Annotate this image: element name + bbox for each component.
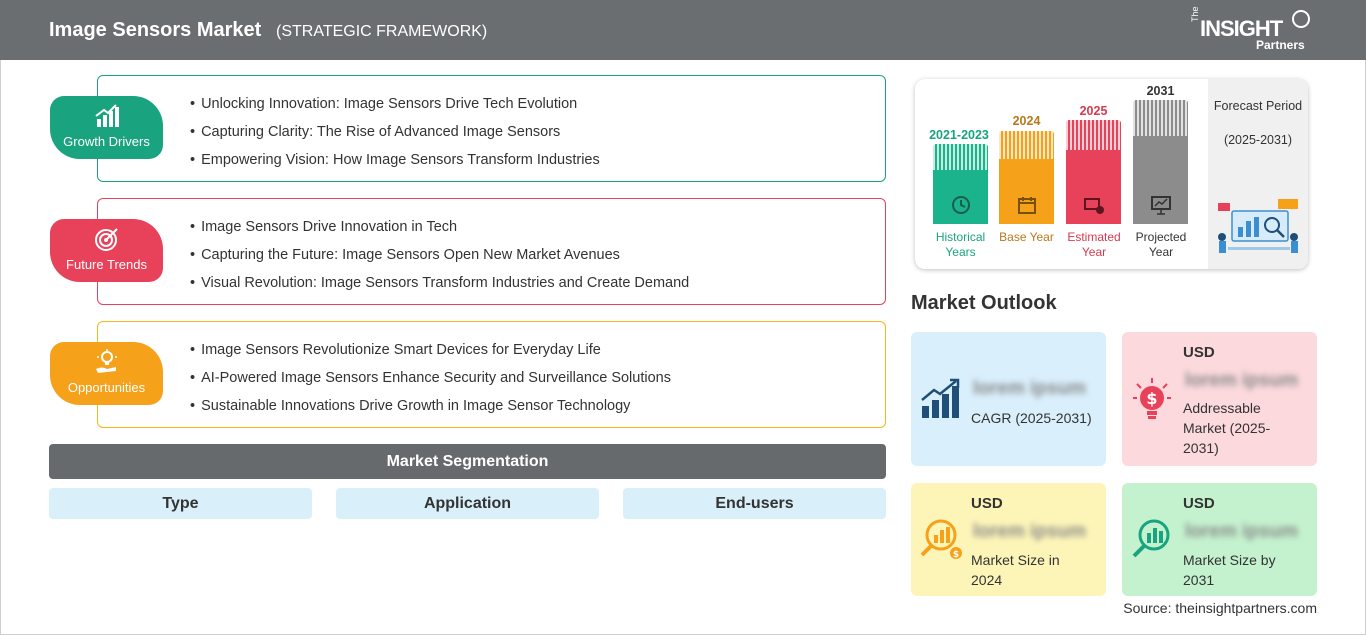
- card-currency: USD: [971, 495, 1003, 512]
- timeline-bar-historical: [933, 144, 988, 224]
- addressable-market-label: Addressable Market (2025-2031): [1183, 400, 1271, 456]
- magnifier-bars-icon: [1132, 519, 1170, 558]
- lightbulb-hand-icon: [96, 349, 117, 373]
- list-item: Visual Revolution: Image Sensors Transfo…: [190, 273, 689, 301]
- forecast-title: Forecast Period: [1213, 99, 1303, 113]
- growth-chart-icon: [921, 378, 960, 418]
- timeline-caption-estimated: Estimated Year: [1067, 230, 1121, 259]
- page-subtitle: (STRATEGIC FRAMEWORK): [276, 23, 488, 40]
- future-trends-badge: Future Trends: [50, 219, 163, 282]
- addressable-market-value: lorem ipsum: [1185, 370, 1298, 391]
- forecast-range: (2025-2031): [1223, 133, 1293, 147]
- history-icon: [952, 196, 970, 214]
- addressable-market-card: $ USD lorem ipsum Addressable Market (20…: [1122, 332, 1317, 466]
- opportunities-list: Image Sensors Revolutionize Smart Device…: [190, 340, 671, 424]
- insight-partners-logo[interactable]: The INSIGHT Partners: [1188, 6, 1313, 54]
- estimate-icon: [1084, 198, 1104, 214]
- calendar-icon: [1018, 197, 1036, 214]
- target-icon: [95, 228, 118, 251]
- card-currency: USD: [1183, 344, 1215, 361]
- magnifier-chart-icon: $: [920, 519, 962, 560]
- timeline-year-projected: 2031: [1146, 84, 1175, 98]
- market-segmentation-header: Market Segmentation: [49, 444, 886, 479]
- list-item: Empowering Vision: How Image Sensors Tra…: [190, 150, 600, 178]
- list-item: Unlocking Innovation: Image Sensors Driv…: [190, 94, 600, 122]
- list-item: Image Sensors Drive Innovation in Tech: [190, 217, 689, 245]
- market-size-2024-value: lorem ipsum: [973, 521, 1086, 542]
- bar-chart-icon: [95, 104, 119, 127]
- market-size-2031-card: USD lorem ipsum Market Size by 2031: [1122, 483, 1317, 596]
- timeline-year-base: 2024: [1012, 114, 1041, 128]
- market-outlook-title: Market Outlook: [911, 292, 1057, 314]
- list-item: AI-Powered Image Sensors Enhance Securit…: [190, 368, 671, 396]
- logo-ring-icon: [1292, 10, 1310, 28]
- svg-text:$: $: [1146, 389, 1157, 408]
- segment-application[interactable]: Application: [336, 488, 599, 519]
- analytics-illustration-icon: [1218, 199, 1298, 253]
- growth-drivers-badge: Growth Drivers: [50, 96, 163, 159]
- future-trends-list: Image Sensors Drive Innovation in Tech C…: [190, 217, 689, 301]
- timeline-panel: 2021-2023 Historical Years 2024 Base Yea…: [915, 79, 1308, 269]
- badge-label: Opportunities: [67, 380, 146, 395]
- logo-prefix: The: [1190, 6, 1200, 22]
- logo-main: INSIGHT: [1200, 16, 1283, 41]
- list-item: Sustainable Innovations Drive Growth in …: [190, 396, 671, 424]
- svg-text:$: $: [953, 550, 959, 560]
- future-trends-box: Image Sensors Drive Innovation in Tech C…: [97, 198, 886, 305]
- cagr-label: CAGR (2025-2031): [971, 410, 1092, 426]
- opportunities-box: Image Sensors Revolutionize Smart Device…: [97, 321, 886, 428]
- segment-type[interactable]: Type: [49, 488, 312, 519]
- header: Image Sensors Market (STRATEGIC FRAMEWOR…: [0, 0, 1366, 60]
- timeline-year-estimated: 2025: [1079, 104, 1108, 118]
- list-item: Image Sensors Revolutionize Smart Device…: [190, 340, 671, 368]
- market-size-2024-card: $ USD lorem ipsum Market Size in 2024: [911, 483, 1106, 596]
- card-currency: USD: [1183, 495, 1215, 512]
- timeline-bar-base: [999, 131, 1054, 224]
- market-size-2024-label: Market Size in 2024: [971, 552, 1060, 588]
- market-size-2031-label: Market Size by 2031: [1183, 552, 1276, 588]
- list-item: Capturing the Future: Image Sensors Open…: [190, 245, 689, 273]
- opportunities-badge: Opportunities: [50, 342, 163, 405]
- dollar-bulb-icon: $: [1133, 378, 1171, 419]
- badge-label: Future Trends: [66, 257, 147, 272]
- timeline-caption-historical: Historical Years: [935, 230, 986, 259]
- timeline-year-historical: 2021-2023: [929, 128, 989, 142]
- timeline-bar-estimated: [1066, 120, 1121, 224]
- list-item: Capturing Clarity: The Rise of Advanced …: [190, 122, 600, 150]
- forecast-period-panel: Forecast Period (2025-2031): [1208, 79, 1308, 269]
- growth-drivers-list: Unlocking Innovation: Image Sensors Driv…: [190, 94, 600, 178]
- segment-end-users[interactable]: End-users: [623, 488, 886, 519]
- presentation-icon: [1151, 196, 1171, 215]
- growth-drivers-box: Unlocking Innovation: Image Sensors Driv…: [97, 75, 886, 182]
- timeline-bar-projected: [1133, 100, 1188, 224]
- timeline-caption-projected: Projected Year: [1135, 230, 1187, 259]
- badge-label: Growth Drivers: [63, 134, 150, 149]
- timeline-caption-base: Base Year: [999, 230, 1054, 244]
- page-title: Image Sensors Market: [49, 19, 262, 41]
- cagr-value: lorem ipsum: [973, 378, 1086, 399]
- cagr-card: lorem ipsum CAGR (2025-2031): [911, 332, 1106, 466]
- logo-sub: Partners: [1256, 38, 1305, 52]
- source-link[interactable]: Source: theinsightpartners.com: [1123, 600, 1317, 616]
- market-size-2031-value: lorem ipsum: [1185, 521, 1298, 542]
